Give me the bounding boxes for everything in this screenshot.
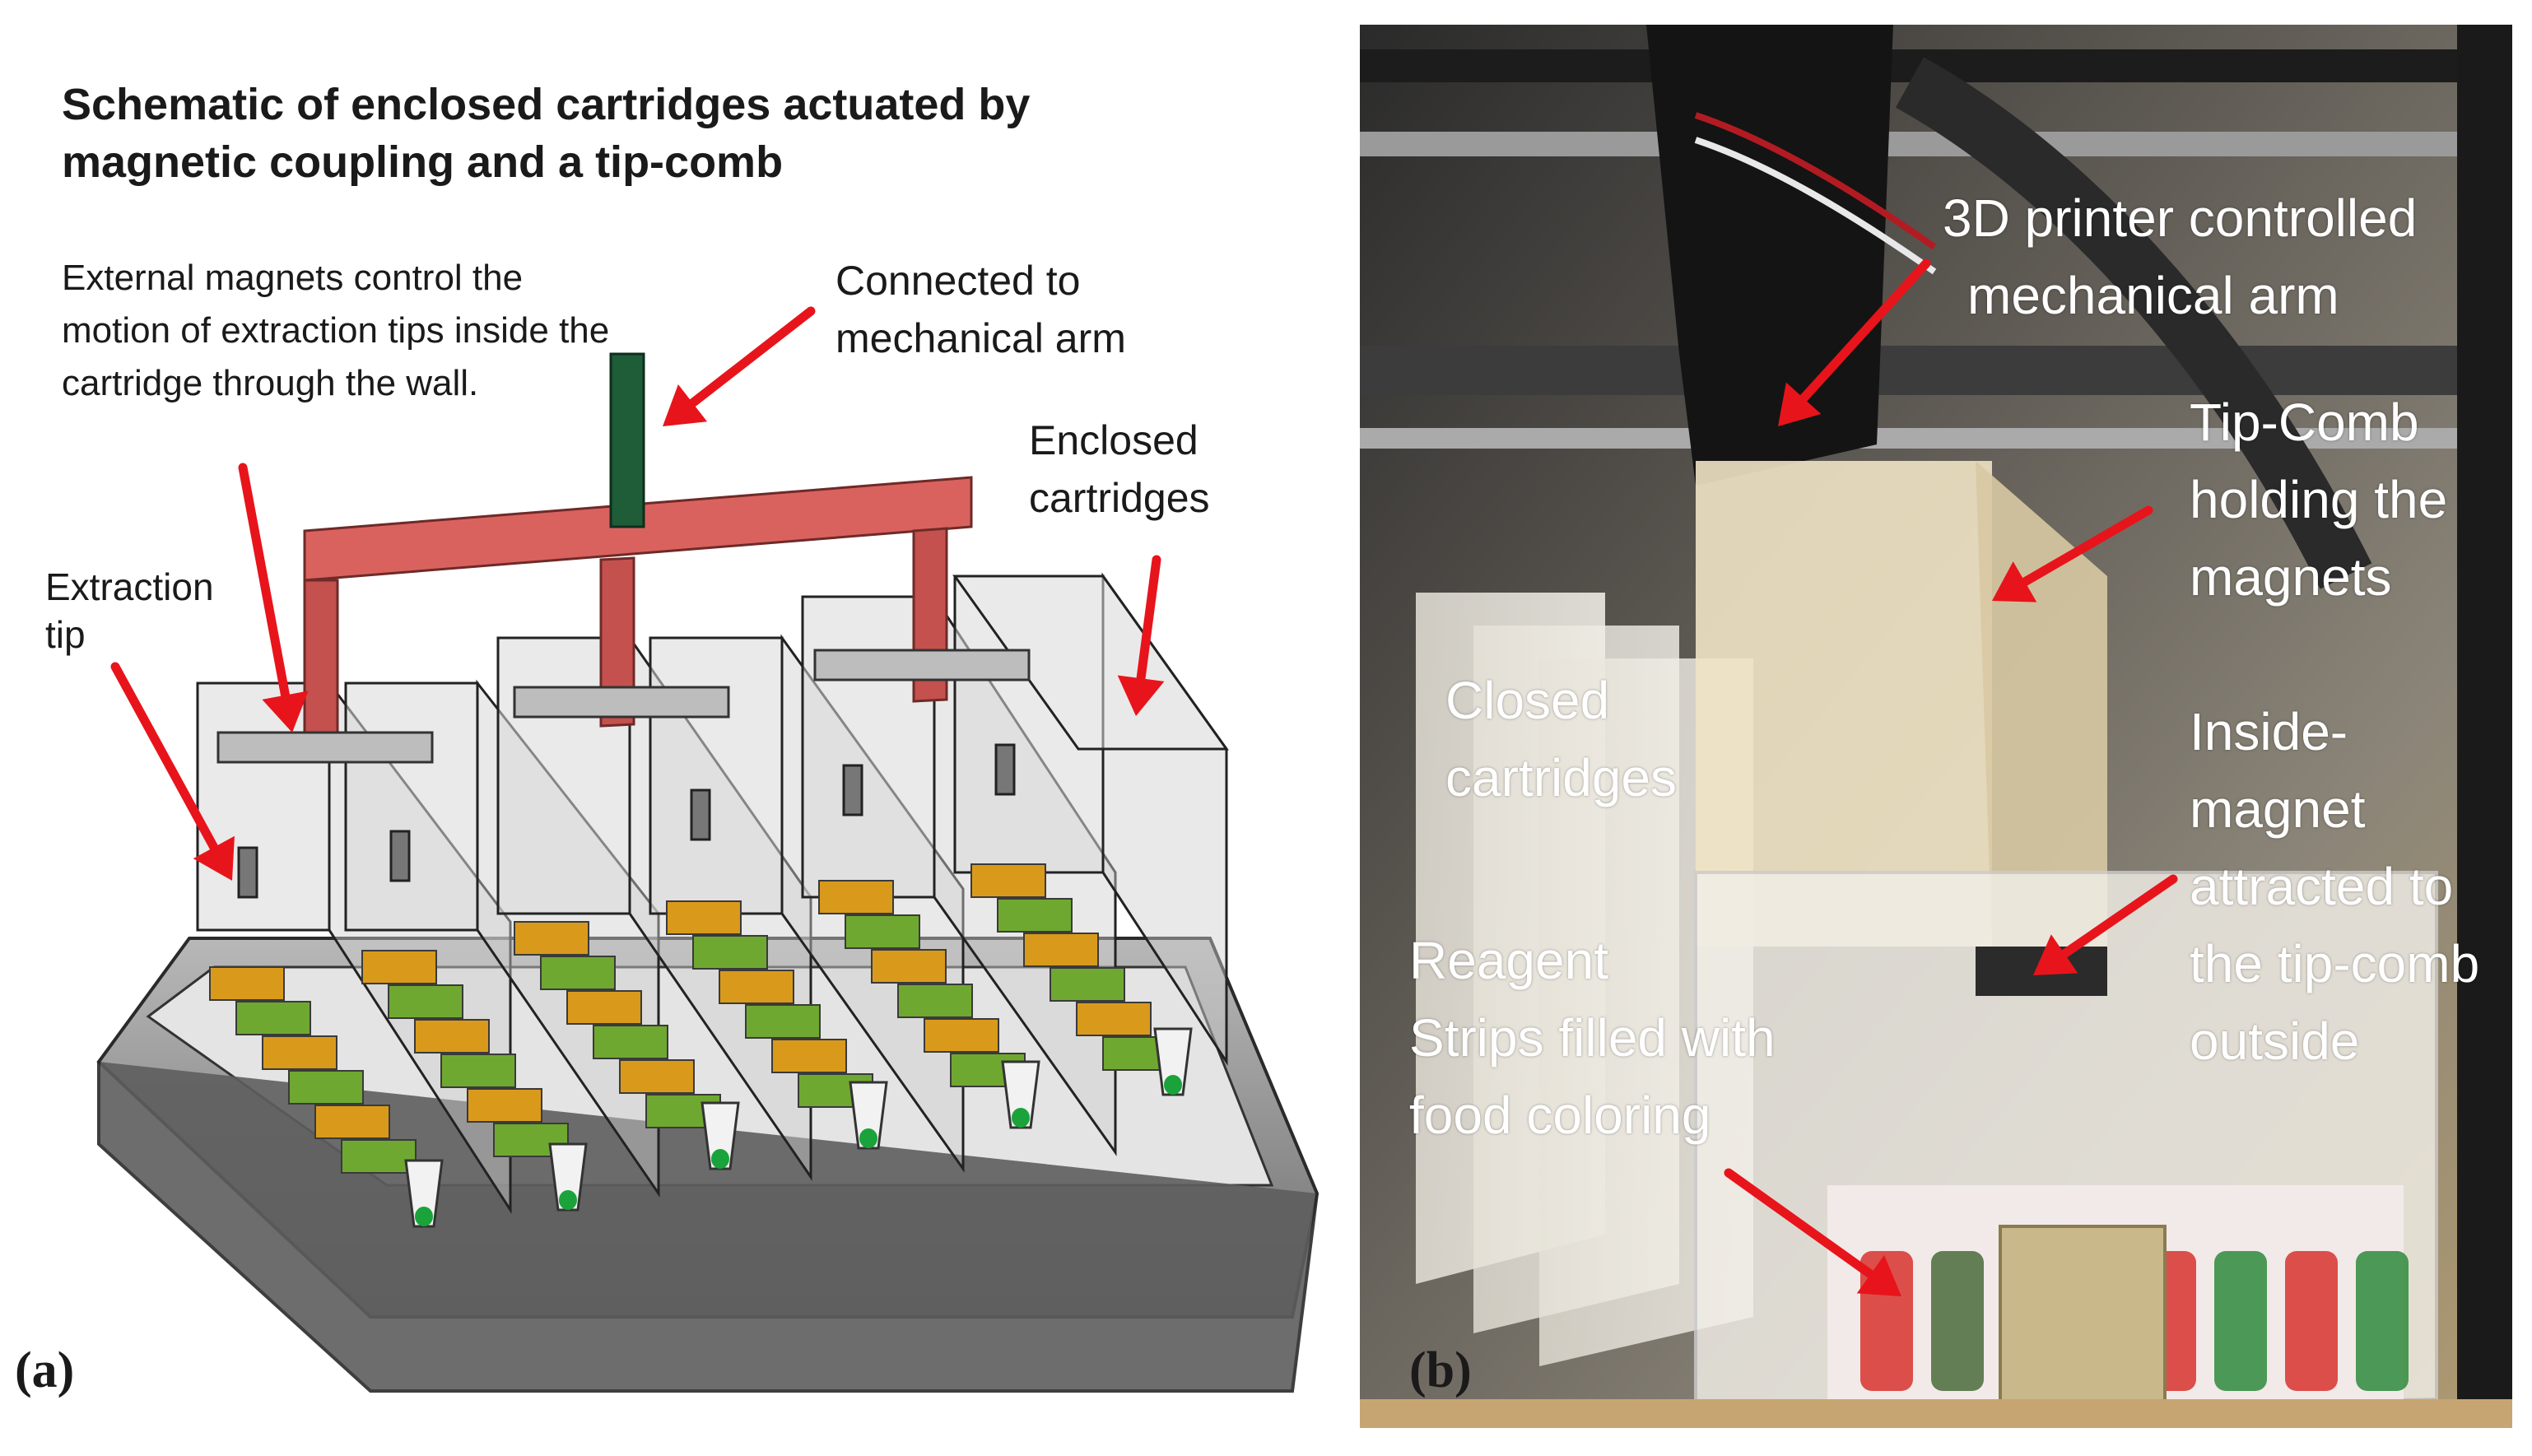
reagent-block [388, 984, 463, 1019]
inside-magnet-label: Inside- magnet attracted to the tip-comb… [2190, 702, 2480, 1071]
panel-a-schematic [96, 306, 1320, 1393]
reagent-block [467, 1088, 542, 1123]
reagent-well [2285, 1251, 2338, 1391]
reagent-block [997, 898, 1073, 933]
arrow-shaft [1799, 258, 1931, 403]
reagent-block [692, 935, 768, 970]
extraction-tip-label: Extraction tip [45, 565, 214, 656]
tube-liquid [1012, 1108, 1030, 1128]
reagent-block [540, 956, 616, 990]
tube-liquid [859, 1128, 877, 1148]
tube [548, 1142, 588, 1212]
reagent-strips [209, 863, 1178, 1174]
tube [700, 1101, 740, 1170]
reagent-block [262, 1035, 337, 1070]
tube [1001, 1060, 1040, 1129]
sample-tubes [404, 1027, 1193, 1228]
tube-liquid [1164, 1075, 1182, 1095]
closed-cartridges-label: Closed cartridges [1445, 671, 1677, 807]
arrow-head [2033, 934, 2078, 975]
arrow-head [1856, 1254, 1901, 1296]
arrow-head [1778, 382, 1822, 426]
arrow-shaft [1136, 555, 1161, 683]
reagent-well [2356, 1251, 2409, 1391]
reagent-well [1931, 1251, 1984, 1391]
magnet-crossbars [216, 649, 1031, 764]
reagent-block [924, 1018, 999, 1053]
reagent-block [1076, 1002, 1152, 1036]
reagent-block [619, 1059, 695, 1094]
reagent-block [970, 863, 1046, 898]
arm-rod [609, 352, 645, 528]
extraction-tips [237, 743, 1016, 899]
reagent-block [719, 970, 794, 1004]
panel-b-photo [1360, 25, 2512, 1428]
metal-clip [1999, 1225, 2167, 1426]
arrow-shaft [2020, 505, 2153, 587]
reagent-block [209, 966, 285, 1001]
panel-a-letter: (a) [15, 1342, 75, 1398]
reagent-block [288, 1070, 364, 1105]
tube-liquid [415, 1207, 433, 1226]
reagent-block [771, 1039, 847, 1073]
arrow-shaft [2060, 874, 2178, 959]
reagent-block [593, 1025, 668, 1059]
reagent-block [514, 921, 589, 956]
arrow-shaft [110, 662, 219, 852]
tube [404, 1159, 444, 1228]
arrow-head [1992, 561, 2037, 602]
panel-a-arrows [110, 306, 1165, 881]
reagent-block [440, 1054, 516, 1088]
reagent-strips-label: Reagent Strips filled with food coloring [1409, 931, 1776, 1145]
arrow-head [663, 384, 708, 426]
reagent-block [414, 1019, 490, 1054]
panel-a-title: Schematic of enclosed cartridges actuate… [62, 80, 1031, 187]
enclosed-cartridges-label: Enclosed cartridges [1029, 417, 1210, 521]
reagent-block [361, 950, 437, 984]
reagent-block [818, 880, 894, 914]
arrow-head [1117, 675, 1165, 716]
arrow-head [262, 691, 309, 733]
arm-connection-label: Connected to mechanical arm [835, 258, 1126, 361]
panel-b-letter: (b) [1409, 1342, 1472, 1398]
magnet-note: External magnets control the motion of e… [62, 258, 610, 403]
reagent-block [745, 1004, 821, 1039]
arrow-shaft [238, 463, 291, 700]
reagent-block [235, 1001, 311, 1035]
reagent-block [1023, 933, 1099, 967]
reagent-block [897, 984, 973, 1018]
tube-liquid [711, 1149, 729, 1169]
printer-arm-label: 3D printer controlled mechanical arm [1943, 188, 2418, 325]
reagent-block [341, 1139, 417, 1174]
arrow-shaft [687, 306, 816, 408]
arrow-head [193, 835, 235, 881]
reagent-block [871, 949, 947, 984]
reagent-block [566, 990, 642, 1025]
tube [1153, 1027, 1193, 1096]
tube [849, 1081, 888, 1150]
tip-comb-label: Tip-Comb holding the magnets [2190, 393, 2448, 607]
reagent-block [666, 900, 742, 935]
reagent-block [314, 1105, 390, 1139]
reagent-block [845, 914, 920, 949]
tube-liquid [559, 1190, 577, 1210]
reagent-block [1050, 967, 1125, 1002]
reagent-well [2214, 1251, 2267, 1391]
arrow-shaft [1724, 1168, 1875, 1279]
panel-b-arrows [1724, 258, 2178, 1296]
